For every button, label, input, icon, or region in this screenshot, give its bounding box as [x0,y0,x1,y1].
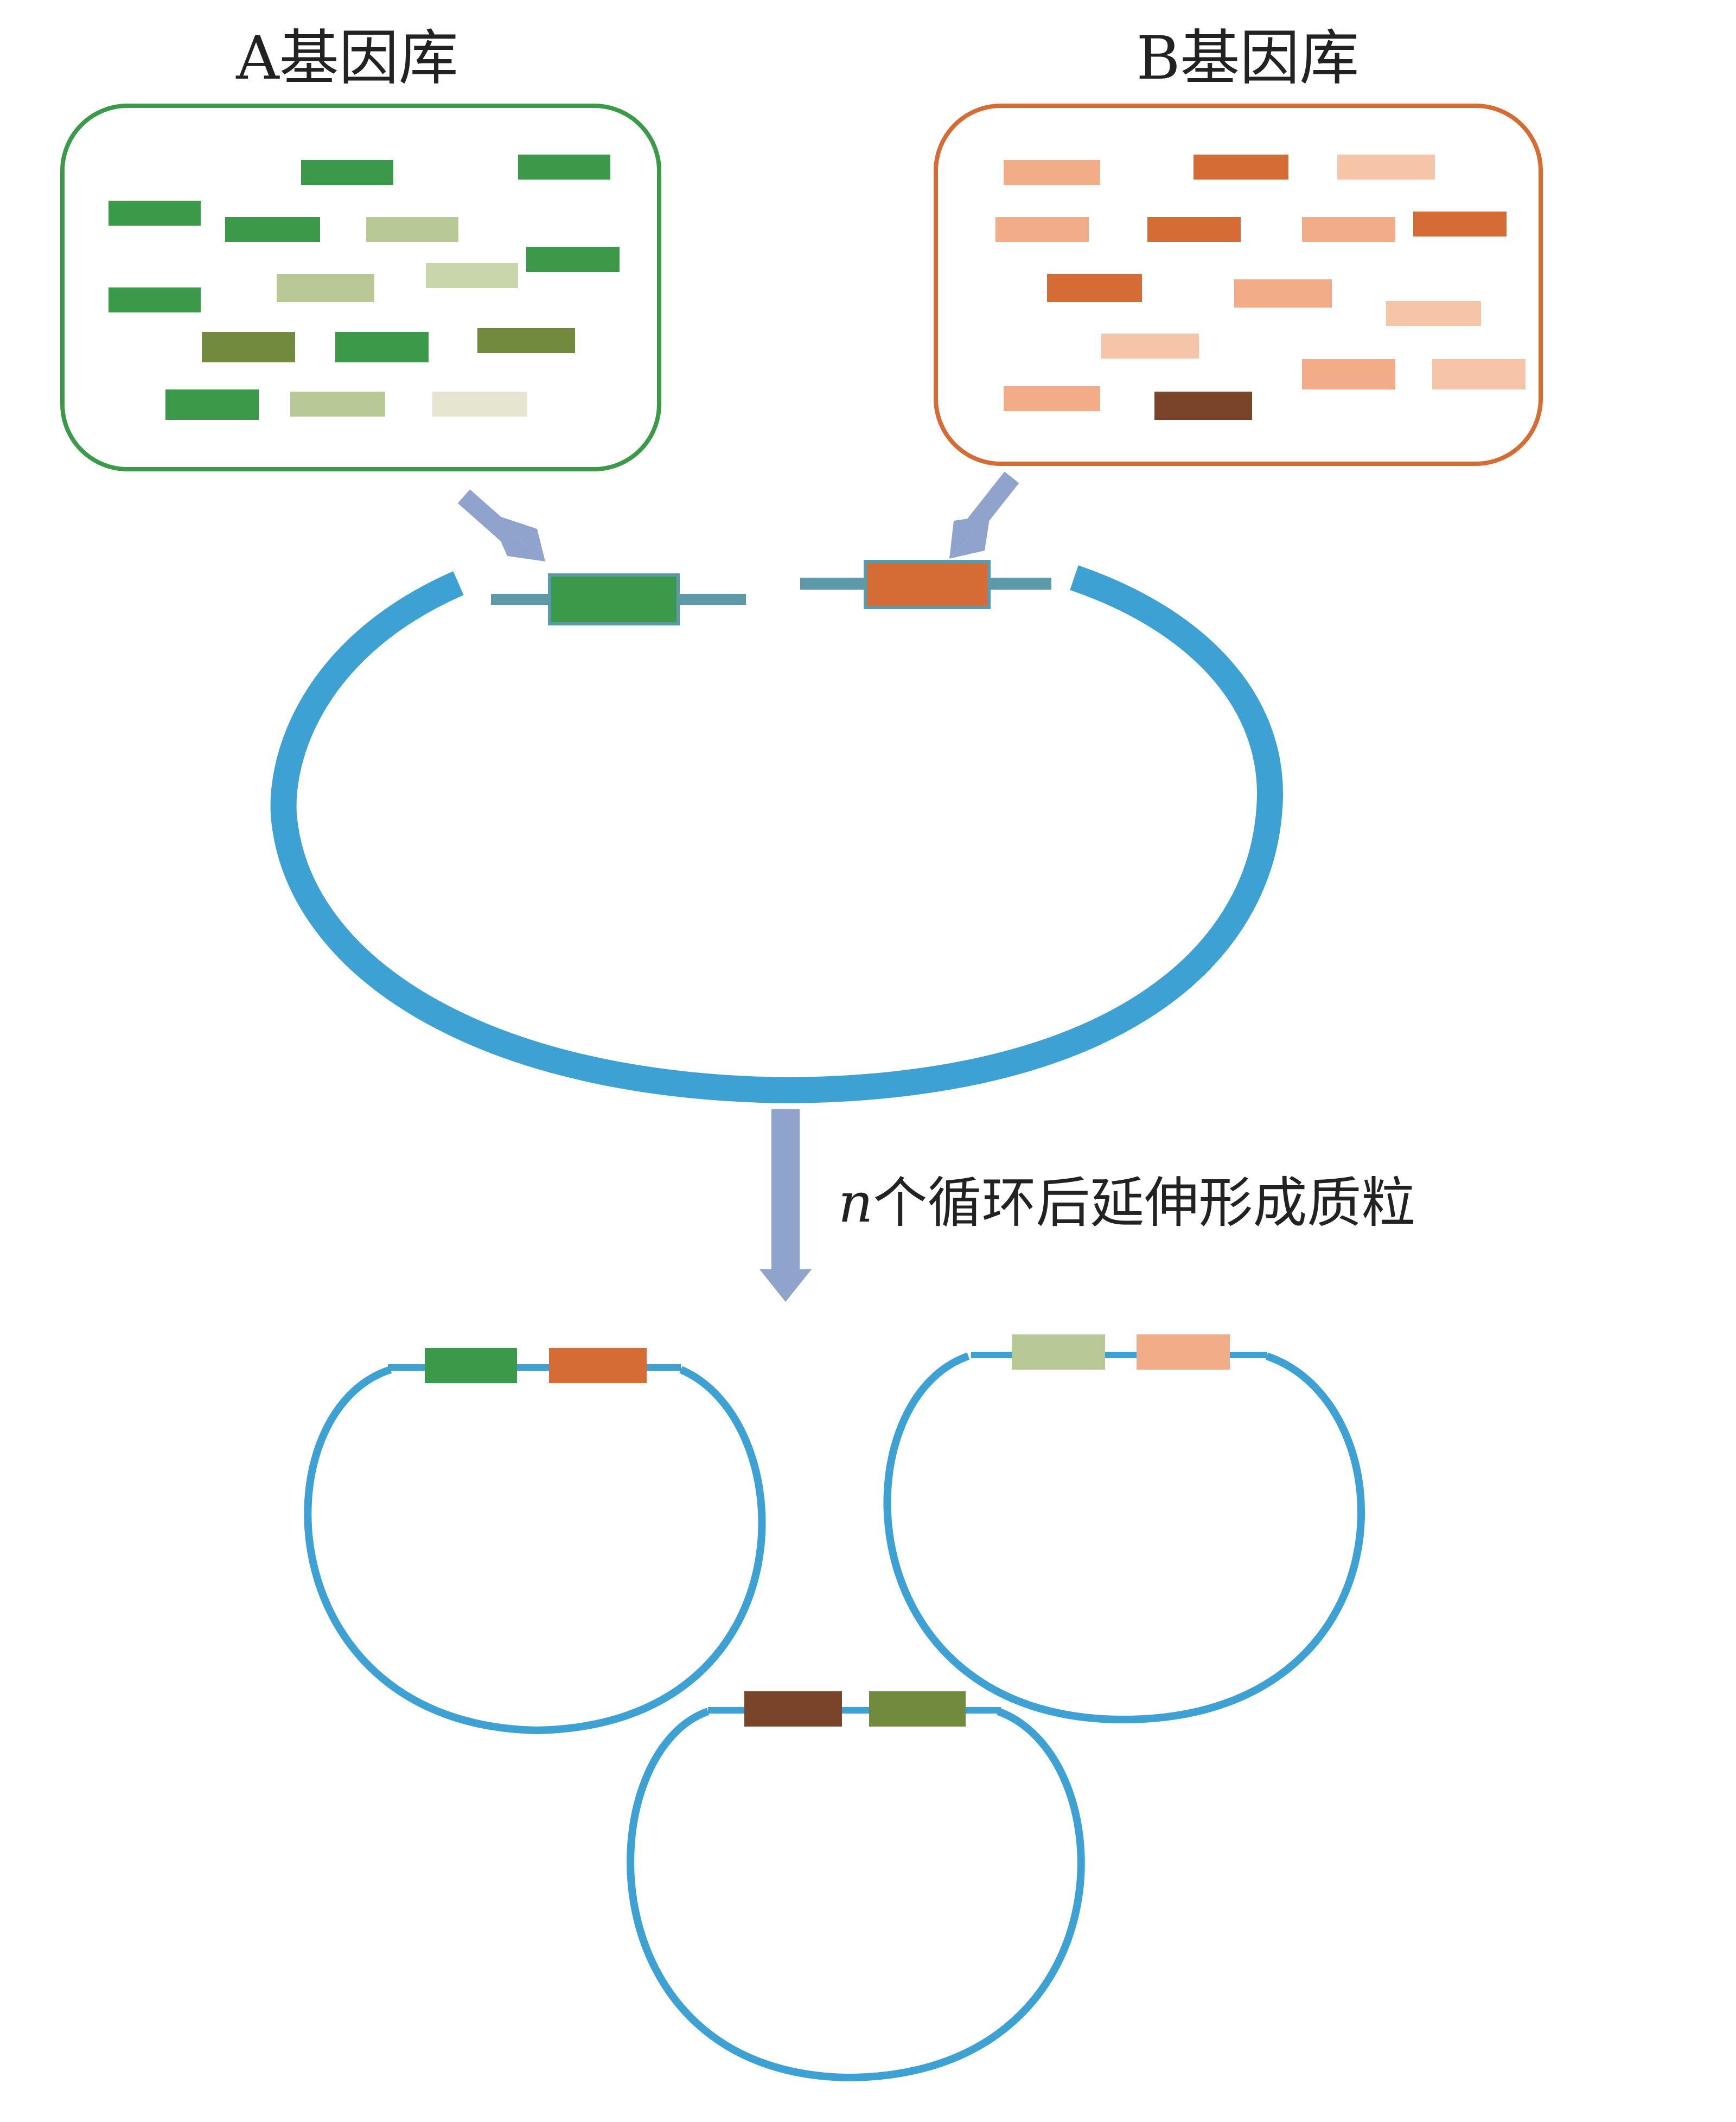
gene-fragment [1147,217,1241,242]
library-a-title: A基因库 [235,23,458,93]
gene-fragment [1302,359,1395,389]
gene-fragment [1234,279,1332,308]
gene-fragment [1386,301,1481,326]
gene-fragment [1004,386,1100,411]
gene-fragment [518,155,610,180]
gene-fragment [1004,160,1100,185]
linker-a-right [675,594,746,605]
linker-a-left [491,594,551,605]
gene-fragment [1413,212,1507,237]
plasmid-3-insert-1 [744,1691,842,1727]
library-b-title: B基因库 [1137,23,1360,93]
plasmid-1-insert-1 [425,1348,517,1383]
gene-fragment [1154,392,1252,420]
library-arrows [457,471,1019,561]
cycle-arrow [760,1109,812,1302]
gene-fragment [108,201,201,226]
gene-fragment [995,217,1089,242]
gene-fragment [477,328,575,353]
plasmid-2-insert-2 [1137,1334,1230,1370]
gene-fragment [1047,274,1142,302]
library-b-fragments [995,155,1526,420]
gene-fragment [526,247,620,272]
vector-backbone [270,565,1283,1104]
gene-fragment [366,217,458,242]
gene-fragment [301,160,393,185]
step-label-n: n [838,1171,873,1235]
gene-fragment [1194,155,1288,180]
library-b-box [934,104,1543,466]
insert-b [864,560,991,609]
plasmid-1-ring [304,1366,766,1735]
gene-fragment [1432,359,1526,389]
gene-fragment [290,392,385,417]
step-label-text: 个循环后延伸形成质粒 [873,1171,1415,1235]
cycle-arrow-shaft [771,1109,800,1272]
linker-b-left [800,578,868,590]
gene-fragment [225,217,320,242]
library-a-fragments [108,155,620,420]
plasmid-3-ring [627,1708,1085,2082]
linker-b-right [986,578,1051,590]
open-vector [270,560,1283,1104]
gene-fragment [165,389,259,420]
gene-fragment [202,332,295,362]
gene-fragment [1337,155,1435,180]
arrow-a-head-2 [488,513,545,561]
plasmid-2-ring [883,1352,1365,1724]
plasmid-1-insert-2 [549,1348,647,1383]
result-plasmid-1 [304,1348,766,1735]
arrow-b-head-2 [949,515,990,559]
gene-fragment [1101,334,1199,359]
gene-fragment [1302,217,1395,242]
gene-fragment [335,332,429,362]
cycle-arrow-head [760,1269,812,1302]
result-plasmid-3 [627,1691,1085,2082]
gene-fragment [426,263,518,288]
plasmid-3-insert-2 [869,1691,966,1727]
gene-fragment [432,392,527,417]
plasmid-2-insert-1 [1012,1334,1105,1370]
library-a-box [60,104,661,471]
insert-a [548,573,680,625]
gene-fragment [277,274,374,302]
result-plasmid-2 [883,1334,1365,1724]
gene-fragment [108,287,201,312]
step-label: n个循环后延伸形成质粒 [838,1171,1415,1235]
